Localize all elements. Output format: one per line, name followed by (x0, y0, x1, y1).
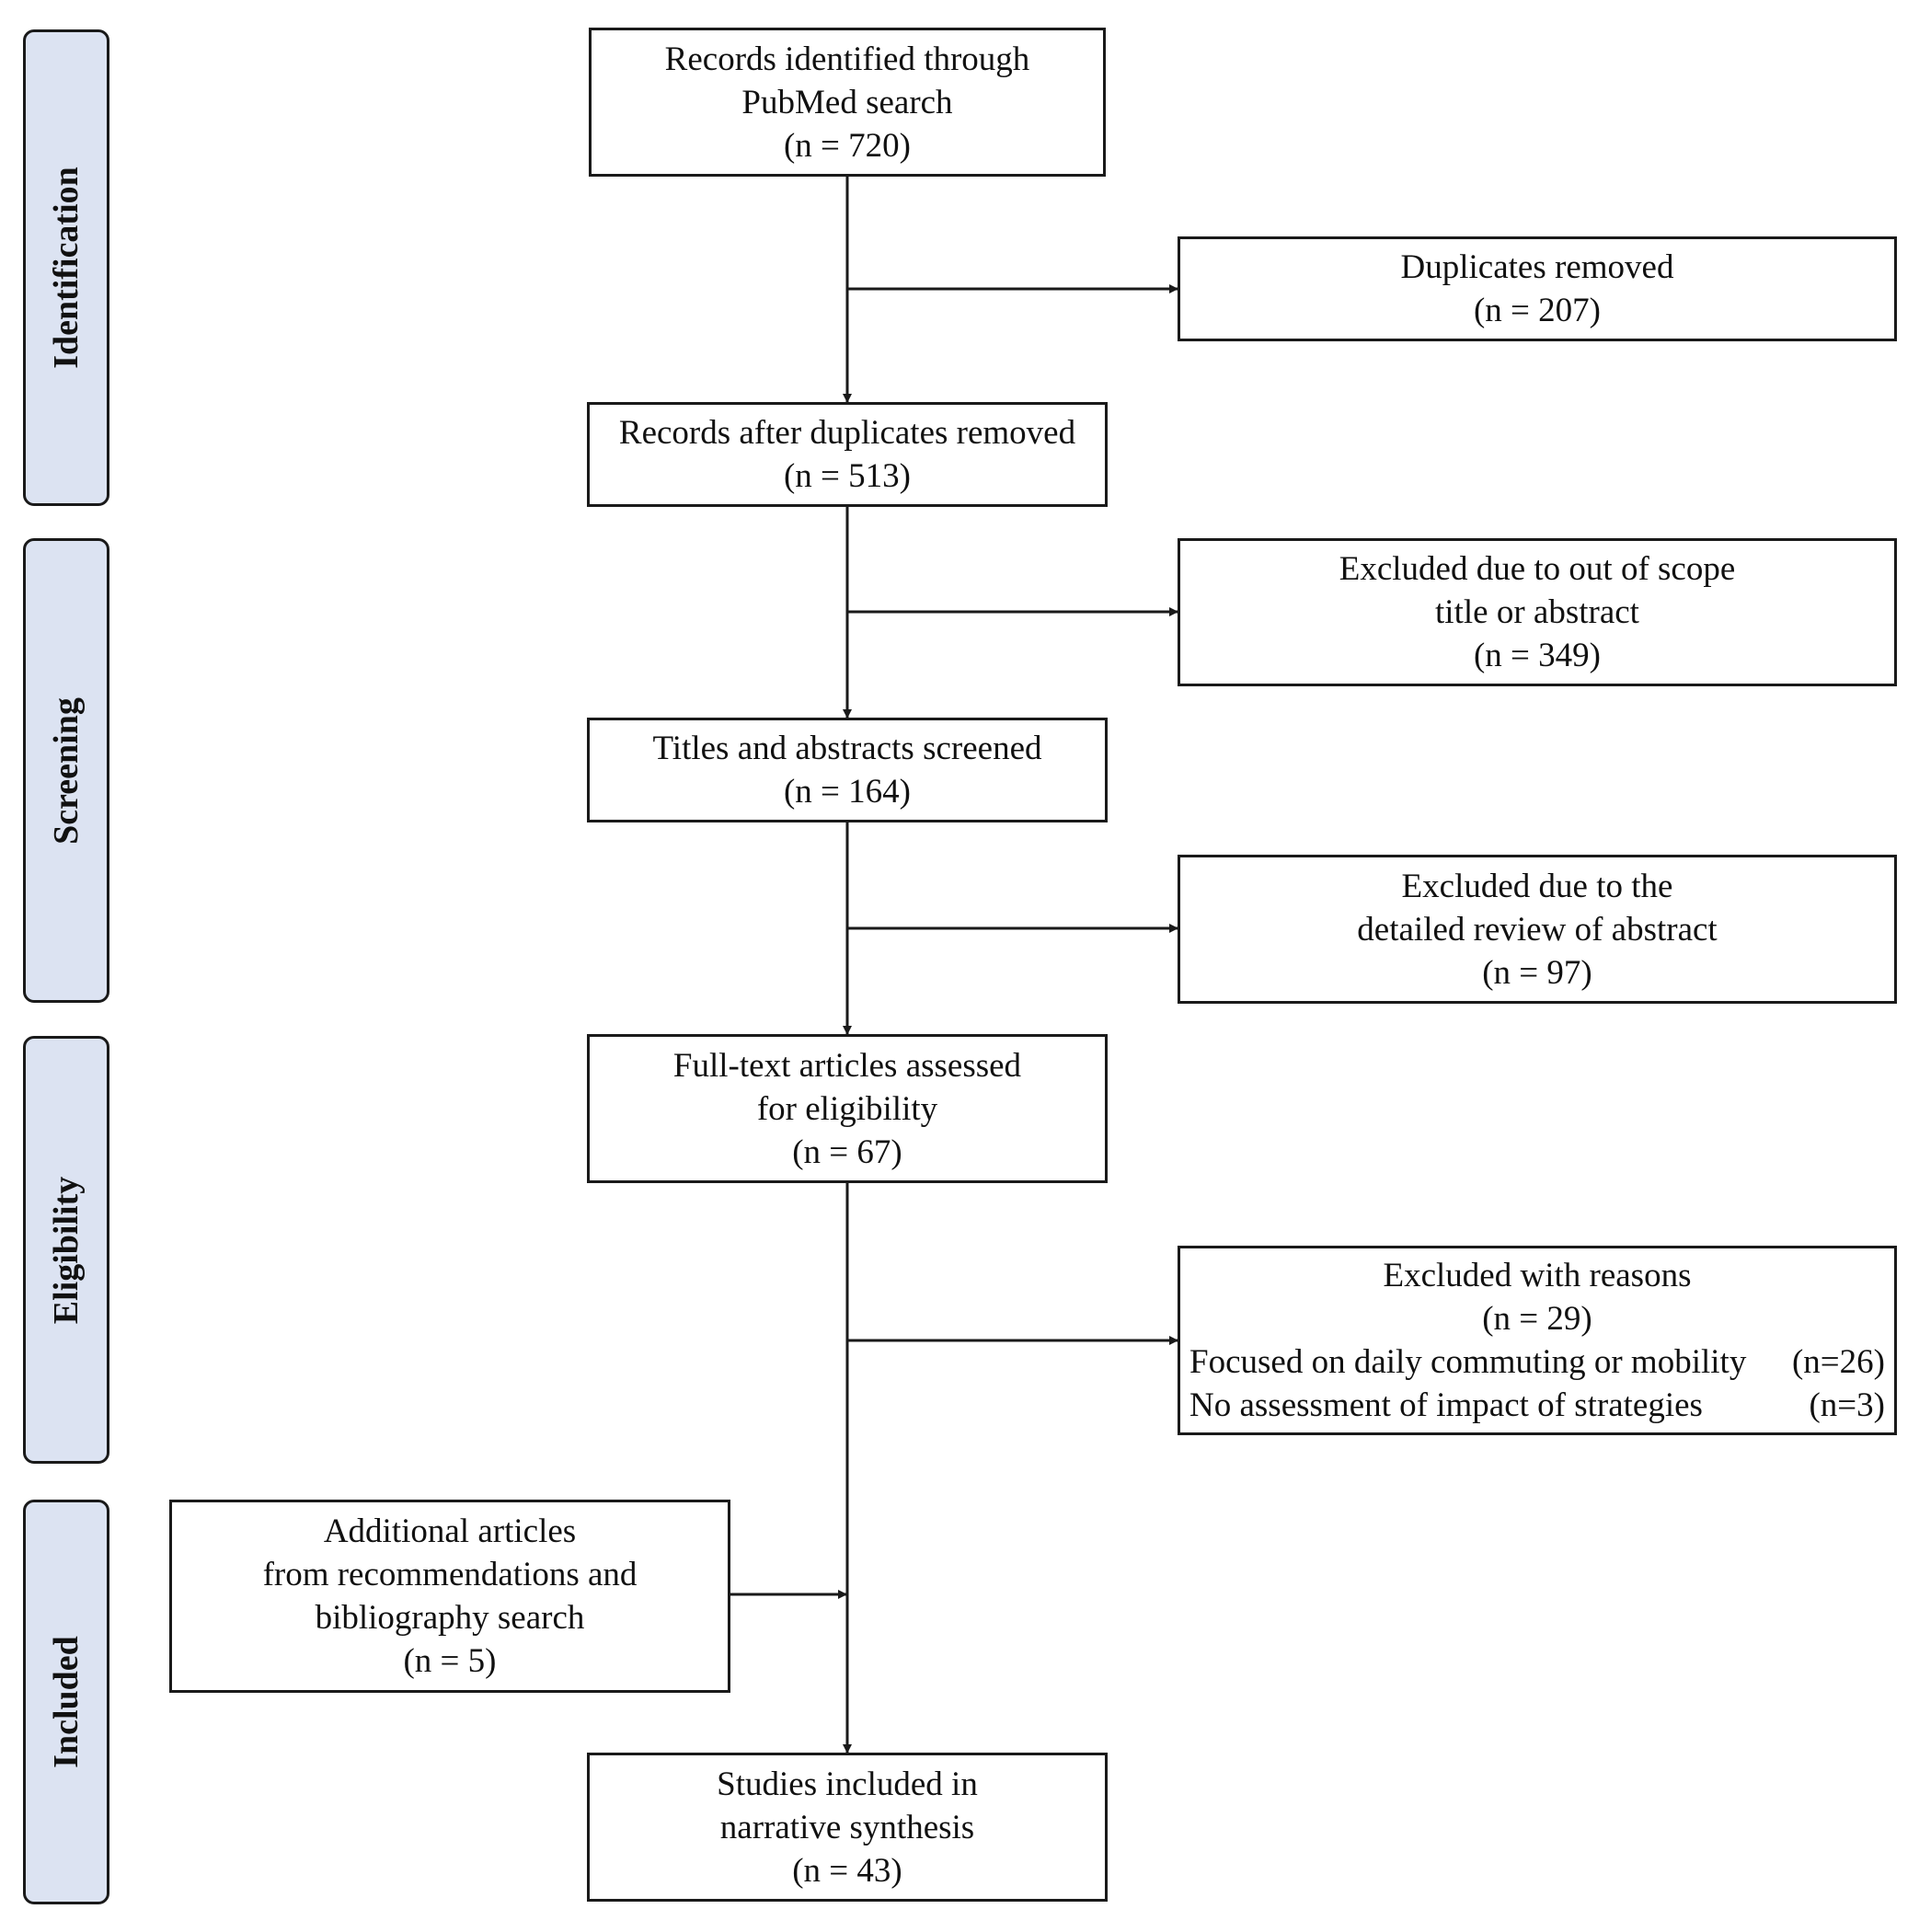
excluded-review-line1: Excluded due to the (1401, 867, 1673, 905)
box-records-identified: Records identified through PubMed search… (589, 28, 1106, 177)
box-excluded-reasons: Excluded with reasons (n = 29) Focused o… (1178, 1246, 1897, 1435)
box-records-after-duplicates: Records after duplicates removed (n = 51… (587, 402, 1108, 507)
duplicates-removed-label: Duplicates removed (1400, 248, 1674, 286)
excluded-review-line2: detailed review of abstract (1357, 910, 1718, 949)
included-line1: Studies included in (717, 1765, 978, 1803)
box-excluded-review: Excluded due to the detailed review of a… (1178, 855, 1897, 1004)
box-excluded-scope: Excluded due to out of scope title or ab… (1178, 538, 1897, 686)
included-count: (n = 43) (792, 1851, 902, 1890)
additional-line3: bibliography search (315, 1599, 585, 1637)
additional-count: (n = 5) (403, 1642, 497, 1680)
box-additional-articles: Additional articles from recommendations… (169, 1500, 730, 1693)
duplicates-removed-count: (n = 207) (1473, 292, 1601, 329)
reason-row-no-assessment: No assessment of impact of strategies (n… (1180, 1384, 1894, 1427)
additional-line2: from recommendations and (262, 1556, 638, 1593)
after-duplicates-label: Records after duplicates removed (618, 414, 1076, 452)
fulltext-line1: Full-text articles assessed (672, 1046, 1022, 1085)
excluded-scope-count: (n = 349) (1473, 637, 1601, 674)
records-identified-line1: Records identified through (664, 40, 1030, 78)
excluded-scope-line2: title or abstract (1435, 593, 1639, 631)
screened-count: (n = 164) (783, 773, 911, 811)
reason-label: Focused on daily commuting or mobility (1189, 1343, 1747, 1381)
additional-line1: Additional articles (323, 1512, 577, 1550)
reason-label: No assessment of impact of strategies (1189, 1386, 1703, 1424)
phase-screening: Screening (23, 538, 109, 1003)
box-studies-included: Studies included in narrative synthesis … (587, 1753, 1108, 1902)
excluded-review-count: (n = 97) (1482, 953, 1592, 992)
excluded-reasons-count: (n = 29) (1482, 1300, 1592, 1338)
reason-row-commuting: Focused on daily commuting or mobility (… (1180, 1340, 1894, 1384)
box-titles-abstracts-screened: Titles and abstracts screened (n = 164) (587, 718, 1108, 822)
excluded-scope-line1: Excluded due to out of scope (1339, 550, 1736, 588)
screened-label: Titles and abstracts screened (652, 730, 1042, 767)
records-identified-line2: PubMed search (741, 83, 953, 121)
fulltext-line2: for eligibility (756, 1089, 938, 1128)
fulltext-count: (n = 67) (792, 1133, 902, 1171)
reason-count: (n=3) (1809, 1386, 1885, 1424)
records-identified-count: (n = 720) (783, 126, 911, 165)
included-line2: narrative synthesis (719, 1808, 975, 1846)
box-fulltext-assessed: Full-text articles assessed for eligibil… (587, 1034, 1108, 1183)
phase-included: Included (23, 1500, 109, 1904)
box-duplicates-removed: Duplicates removed (n = 207) (1178, 236, 1897, 341)
reason-count: (n=26) (1791, 1343, 1885, 1381)
phase-eligibility: Eligibility (23, 1036, 109, 1464)
after-duplicates-count: (n = 513) (783, 457, 911, 495)
phase-identification: Identification (23, 29, 109, 506)
excluded-reasons-title: Excluded with reasons (1383, 1257, 1692, 1294)
